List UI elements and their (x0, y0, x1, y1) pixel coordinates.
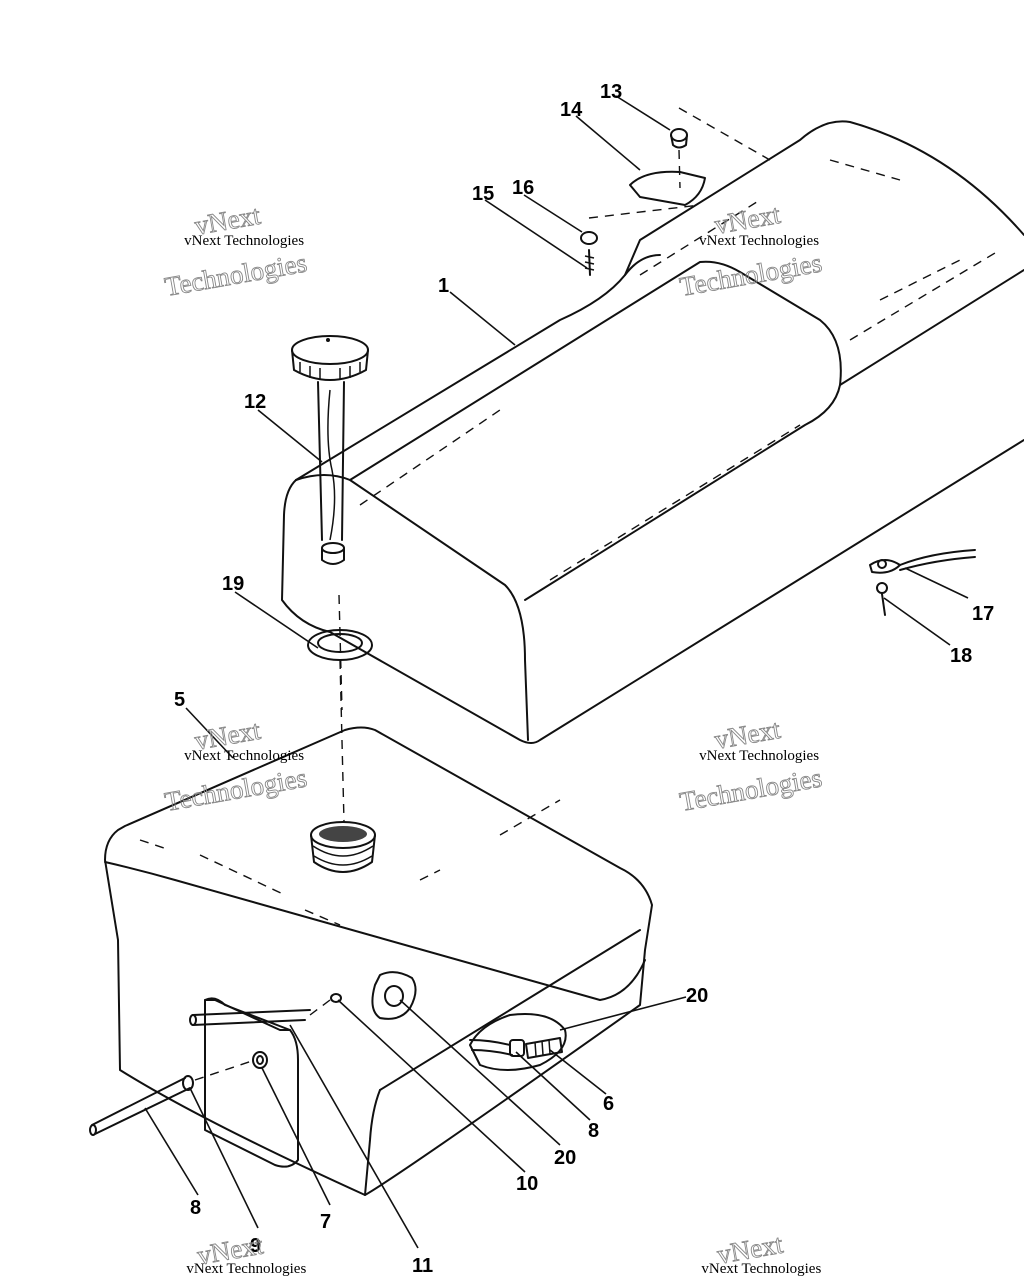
leader-lines (144, 95, 969, 1249)
callout-6: 6 (603, 1093, 614, 1115)
watermark-bottom-left: vNext vNext Technologies (186, 1229, 306, 1277)
callout-10: 10 (516, 1173, 538, 1195)
fuel-tank-body (104, 726, 653, 1196)
svg-text:vNext Technologies: vNext Technologies (699, 233, 819, 249)
svg-text:vNext Technologies: vNext Technologies (186, 1261, 306, 1277)
callout-20-lower: 20 (554, 1147, 576, 1169)
svg-text:vNext Technologies: vNext Technologies (701, 1261, 821, 1277)
filler-neck-cap (291, 335, 369, 565)
watermark-bottom-right: vNext vNext Technologies (701, 1228, 821, 1277)
callout-1: 1 (438, 275, 449, 297)
callout-5: 5 (174, 689, 185, 711)
svg-text:vNext Technologies: vNext Technologies (184, 233, 304, 249)
svg-text:Technologies: Technologies (677, 762, 824, 816)
callout-17: 17 (972, 603, 994, 625)
svg-text:Technologies: Technologies (162, 762, 309, 816)
seat-cover-part (281, 120, 1024, 744)
callout-15: 15 (472, 183, 494, 205)
svg-text:Technologies: Technologies (677, 247, 824, 301)
callout-8-left: 8 (190, 1197, 201, 1219)
callout-20-upper: 20 (686, 985, 708, 1007)
callout-9: 9 (250, 1235, 261, 1257)
watermark-top-right: vNext vNext Technologies Technologies (677, 198, 825, 302)
svg-text:vNext Technologies: vNext Technologies (184, 748, 304, 764)
callout-13: 13 (600, 81, 622, 103)
callout-12: 12 (244, 391, 266, 413)
callout-18: 18 (950, 645, 972, 667)
callout-7: 7 (320, 1211, 331, 1233)
svg-text:vNext Technologies: vNext Technologies (699, 748, 819, 764)
callout-8-right: 8 (588, 1120, 599, 1142)
assembly-lines (194, 107, 771, 1081)
callout-14: 14 (560, 99, 583, 121)
watermark-mid-right: vNext vNext Technologies Technologies (677, 713, 825, 817)
callout-16: 16 (512, 177, 534, 199)
watermark-top-left: vNext vNext Technologies Technologies (162, 199, 310, 302)
hose-fittings (89, 128, 976, 1136)
callout-11: 11 (412, 1255, 433, 1277)
callout-labels: 1 5 6 7 8 8 9 10 11 12 13 14 15 16 17 18… (174, 81, 994, 1277)
svg-text:Technologies: Technologies (162, 247, 309, 301)
watermark-mid-left: vNext vNext Technologies Technologies (162, 714, 310, 817)
callout-19: 19 (222, 573, 244, 595)
